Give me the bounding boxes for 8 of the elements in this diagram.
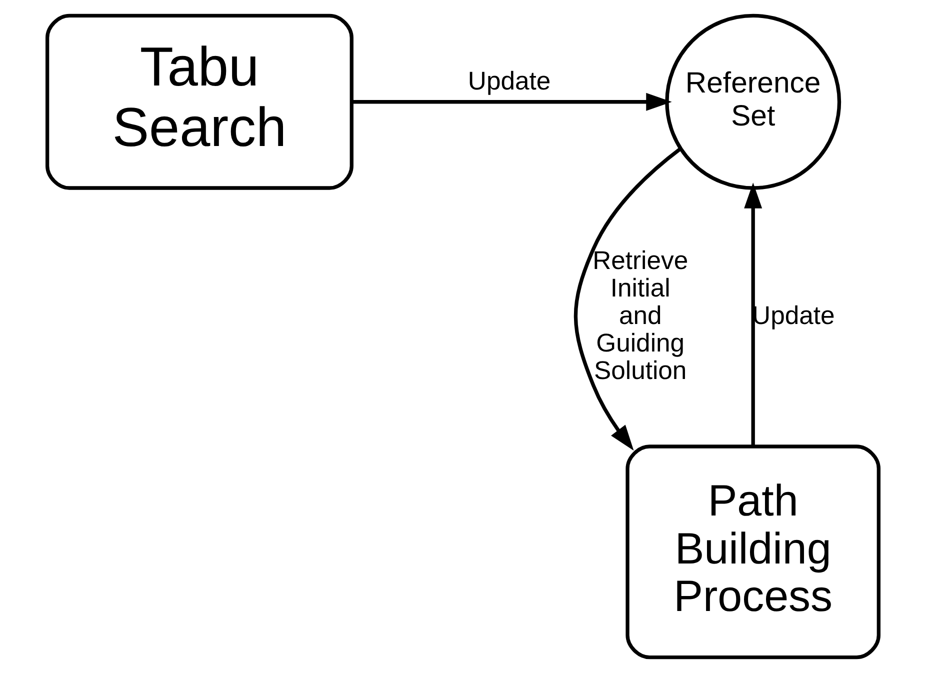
arrow — [352, 92, 672, 111]
arrow — [573, 147, 682, 451]
edge-label: Update — [467, 67, 550, 96]
edge-label: Retrieve Initial and Guiding Solution — [592, 247, 688, 386]
node-box: Path Building Process — [625, 444, 880, 660]
node-circle: Reference Set — [664, 14, 841, 190]
arrow — [744, 182, 762, 446]
node-box: Tabu Search — [45, 14, 353, 190]
